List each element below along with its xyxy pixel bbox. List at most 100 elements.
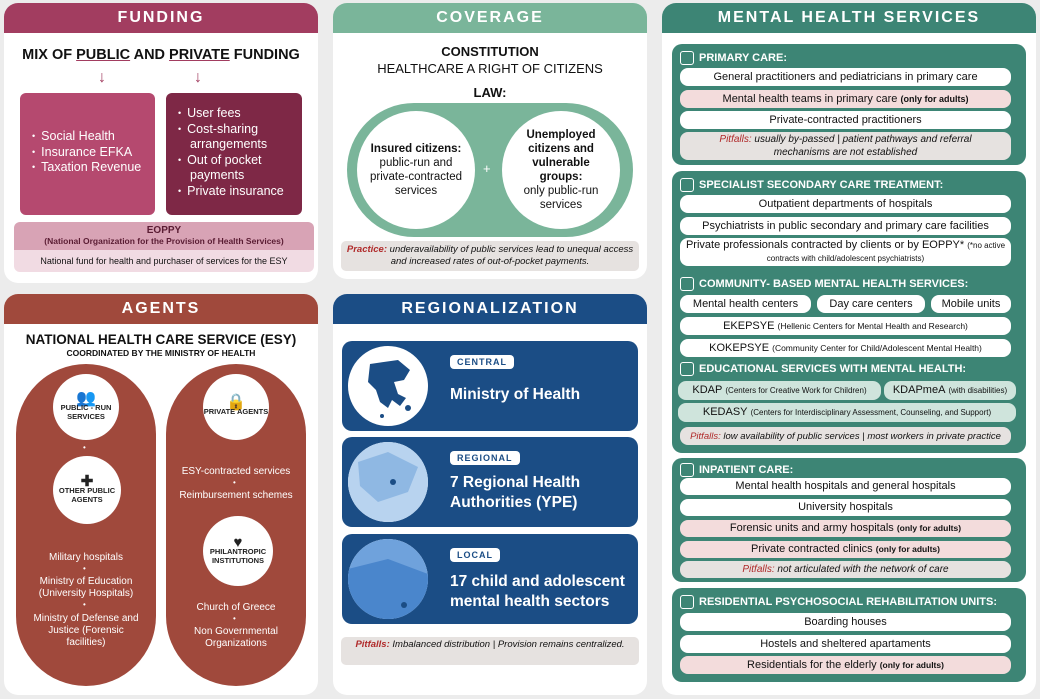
public-funding-box: Social HealthInsurance EFKATaxation Reve… (20, 93, 155, 215)
list-item: Private insurance (178, 184, 302, 200)
tag-local: LOCAL (450, 548, 500, 562)
list-item: Church of Greece (196, 602, 276, 613)
mental-health-panel: MENTAL HEALTH SERVICES PRIMARY CARE: Gen… (662, 3, 1036, 695)
funding-heading: MIX OF PUBLIC AND PRIVATE FUNDING (22, 47, 300, 63)
residential-title: RESIDENTIAL PSYCHOSOCIAL REHABILITATION … (699, 596, 998, 608)
coverage-pill: Insured citizens:public-run and private-… (347, 103, 633, 237)
local-box: LOCAL 17 child and adolescent mental hea… (342, 534, 638, 624)
list-item: Non Governmental Organizations (194, 626, 278, 649)
educational-pitfalls: Pitfalls: low availability of public ser… (680, 427, 1011, 445)
coverage-title: COVERAGE (333, 3, 647, 33)
funding-title: FUNDING (4, 3, 318, 33)
list-item: Mental health hospitals and general hosp… (680, 478, 1011, 495)
list-item: Forensic units and army hospitals (only … (680, 520, 1011, 537)
list-item: Hostels and sheltered apartaments (680, 635, 1011, 653)
unemployed-circle: Unemployed citizens and vulnerable group… (502, 111, 620, 229)
constitution-label: CONSTITUTION (441, 44, 539, 59)
school-icon (680, 362, 694, 376)
funding-panel: FUNDING MIX OF PUBLIC AND PRIVATE FUNDIN… (4, 3, 318, 283)
list-item: General practitioners and pediatricians … (680, 68, 1011, 86)
other-public-circle: ✚OTHER PUBLIC AGENTS (53, 456, 121, 524)
inpatient-pitfalls: Pitfalls: not articulated with the netwo… (680, 561, 1011, 578)
eoppy-title: EOPPY (146, 225, 182, 236)
insured-circle: Insured citizens:public-run and private-… (357, 111, 475, 229)
central-text: Ministry of Health (450, 386, 581, 403)
list-item: Outpatient departments of hospitals (680, 195, 1011, 213)
heart-hand-icon: ♥ (233, 533, 243, 551)
list-item: KDAPmeA (with disabilities) (884, 381, 1016, 400)
heartbeat-icon (680, 178, 694, 192)
regional-pitfalls: Pitfalls: Imbalanced distribution | Prov… (341, 637, 639, 665)
list-item: Mental health teams in primary care (onl… (680, 90, 1011, 108)
list-item: Military hospitals (49, 552, 123, 563)
list-item: KDAP (Centers for Creative Work for Chil… (678, 381, 881, 400)
arrow-down-icon: ↓ (194, 69, 202, 86)
primary-care-title: PRIMARY CARE: (699, 52, 788, 64)
primary-pitfalls: Pitfalls: usually by-passed | patient pa… (680, 132, 1011, 160)
list-item: User fees (178, 106, 302, 122)
residential-section: RESIDENTIAL PSYCHOSOCIAL REHABILITATION … (672, 588, 1026, 682)
list-item: ESY-contracted services (181, 466, 291, 477)
list-item: Out of pocket payments (178, 153, 302, 184)
regionalization-panel: REGIONALIZATION CENTRAL Ministry of Heal… (333, 294, 647, 695)
tag-regional: REGIONAL (450, 451, 520, 465)
inpatient-section: INPATIENT CARE: Mental health hospitals … (672, 458, 1026, 582)
agents-panel: AGENTS NATIONAL HEALTH CARE SERVICE (ESY… (4, 294, 318, 695)
plus-icon: + (483, 161, 491, 176)
list-item: Psychiatrists in public secondary and pr… (680, 217, 1011, 235)
central-box: CENTRAL Ministry of Health (342, 341, 638, 431)
philanthropic-circle: ♥PHILANTROPIC INSTITUTIONS (203, 516, 273, 586)
list-item: Cost-sharing arrangements (178, 122, 302, 153)
list-item: Residentials for the elderly (only for a… (680, 656, 1011, 674)
list-item: EKEPSYE (Hellenic Centers for Mental Hea… (680, 317, 1011, 335)
local-text: 17 child and adolescent mental health se… (450, 573, 625, 610)
community-title: COMMUNITY- BASED MENTAL HEALTH SERVICES: (699, 278, 969, 290)
mental-health-title: MENTAL HEALTH SERVICES (662, 3, 1036, 33)
specialist-title: SPECIALIST SECONDARY CARE TREATMENT: (699, 179, 944, 191)
healthcare-right: HEALTHCARE A RIGHT OF CITIZENS (377, 61, 603, 76)
specialist-section: SPECIALIST SECONDARY CARE TREATMENT: Out… (672, 171, 1026, 453)
list-item: Ministry of Education (University Hospit… (38, 576, 134, 599)
list-item: Mental health centers (680, 295, 811, 313)
private-agents-circle: 🔒PRIVATE AGENTS (203, 374, 269, 440)
private-agents-pill: 🔒PRIVATE AGENTS ESY-contracted services … (166, 364, 306, 686)
building-icon (680, 595, 694, 609)
law-label: LAW: (473, 85, 507, 100)
eoppy-description: National fund for health and purchaser o… (14, 250, 314, 272)
stethoscope-icon (680, 51, 694, 65)
private-funding-box: User feesCost-sharing arrangementsOut of… (166, 93, 302, 215)
list-item: Reimbursement schemes (179, 490, 293, 501)
coverage-panel: COVERAGE CONSTITUTION HEALTHCARE A RIGHT… (333, 3, 647, 279)
educational-title: EDUCATIONAL SERVICES WITH MENTAL HEALTH: (699, 363, 967, 375)
community-icon (680, 277, 694, 291)
list-item: Mobile units (931, 295, 1011, 313)
eoppy-subtitle: (National Organization for the Provision… (44, 236, 284, 246)
list-item: Private professionals contracted by clie… (680, 238, 1011, 266)
list-item: Taxation Revenue (32, 160, 155, 176)
public-run-circle: 👥PUBLIC - RUN SERVICES (53, 374, 119, 440)
arrow-down-icon: ↓ (98, 69, 106, 86)
greece-map-icon (348, 346, 428, 426)
shield-icon: ✚ (80, 472, 94, 490)
list-item: Private contracted clinics (only for adu… (680, 541, 1011, 558)
local-map-icon (348, 539, 428, 619)
list-item: Social Health (32, 129, 155, 145)
list-item: Day care centers (817, 295, 925, 313)
list-item: Ministry of Defense and Justice (Forensi… (33, 613, 139, 648)
esy-heading: NATIONAL HEALTH CARE SERVICE (ESY) (25, 332, 297, 347)
inpatient-title: INPATIENT CARE: (699, 464, 794, 476)
tag-central: CENTRAL (450, 355, 514, 369)
people-icon: 👥 (76, 389, 96, 407)
esy-subheading: COORDINATED BY THE MINISTRY OF HEALTH (66, 348, 256, 358)
regional-text: 7 Regional Health Authorities (YPE) (450, 474, 581, 511)
practice-note: Practice: underavailability of public se… (341, 241, 639, 271)
bed-icon (680, 463, 694, 477)
regional-box: REGIONAL 7 Regional Health Authorities (… (342, 437, 638, 527)
list-item: Boarding houses (680, 613, 1011, 631)
list-item: Private-contracted practitioners (680, 111, 1011, 129)
regions-map-icon (348, 442, 428, 522)
lock-icon: 🔒 (226, 394, 246, 411)
list-item: Insurance EFKA (32, 145, 155, 161)
agents-title: AGENTS (4, 294, 318, 324)
public-agents-pill: 👥PUBLIC - RUN SERVICES • ✚OTHER PUBLIC A… (16, 364, 156, 686)
